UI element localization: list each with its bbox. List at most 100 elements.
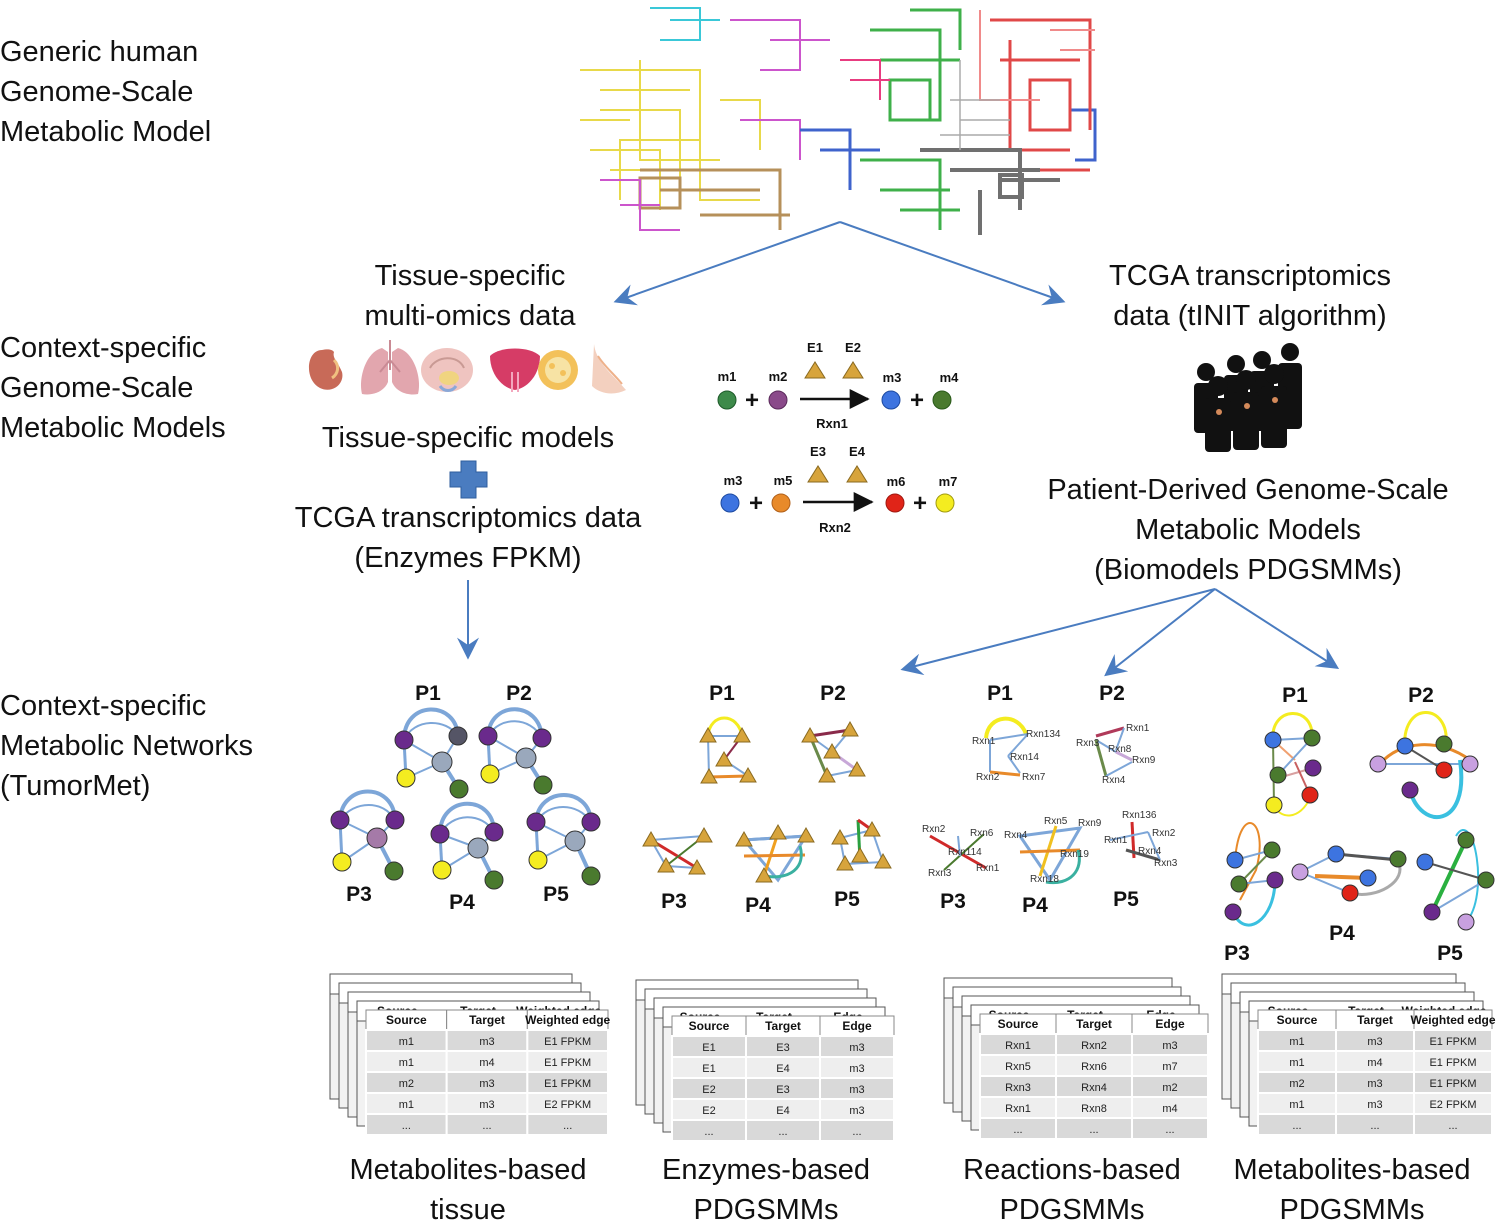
patient-branch-title: TCGA transcriptomics data (tINIT algorit… bbox=[1060, 256, 1440, 336]
metabolite-node bbox=[935, 493, 955, 513]
label-line: Patient-Derived Genome-Scale bbox=[1047, 474, 1449, 506]
patient-label: P4 bbox=[1329, 922, 1355, 945]
metabolite-label: m1 bbox=[718, 369, 737, 384]
reaction-label: Rxn2 bbox=[819, 520, 851, 535]
label-line: Metabolic Models bbox=[1135, 514, 1361, 546]
table-cell: E1 FPKM bbox=[1429, 1057, 1476, 1069]
table-cell: m4 bbox=[1162, 1103, 1177, 1115]
metabolite-node bbox=[720, 493, 740, 513]
table-cell: Rxn5 bbox=[1005, 1061, 1031, 1073]
table-cell: m1 bbox=[1289, 1036, 1304, 1048]
label-line: (Biomodels PDGSMMs) bbox=[1094, 554, 1402, 586]
patient-label: P4 bbox=[745, 894, 771, 917]
label-line: Generic human bbox=[0, 36, 199, 68]
label-context-networks: Context-specific Metabolic Networks (Tum… bbox=[0, 686, 253, 806]
table-cell: E4 bbox=[776, 1105, 789, 1117]
enzyme-nodes bbox=[642, 720, 892, 883]
plus-symbol: + bbox=[910, 387, 924, 414]
reaction-node-label: Rxn1 bbox=[972, 736, 996, 747]
metabolite-node bbox=[932, 390, 952, 410]
metabolite-label: m4 bbox=[940, 370, 960, 385]
enzyme-triangle bbox=[807, 465, 829, 483]
plus-symbol: + bbox=[745, 387, 759, 414]
table-header-cell: Edge bbox=[1155, 1017, 1185, 1031]
table-cell: E4 bbox=[776, 1063, 789, 1075]
patient-label: P1 bbox=[415, 682, 441, 705]
reaction-node-label: Rxn5 bbox=[1044, 816, 1068, 827]
label-line: Tissue-specific bbox=[374, 260, 566, 292]
table-cell: ... bbox=[1370, 1120, 1379, 1132]
metabolite-label: m6 bbox=[887, 474, 906, 489]
tissue-branch-title: Tissue-specific multi-omics data bbox=[300, 256, 640, 336]
lungs-icon bbox=[360, 340, 420, 395]
table-header-cell: Target bbox=[469, 1013, 505, 1027]
label-line: Enzymes-based bbox=[662, 1154, 870, 1186]
table-cell: m1 bbox=[399, 1099, 414, 1111]
table-cell: m3 bbox=[479, 1099, 494, 1111]
reaction-node-label: Rxn2 bbox=[1152, 828, 1176, 839]
table-cell: E2 bbox=[702, 1105, 715, 1117]
table-header-cell: Target bbox=[1076, 1017, 1112, 1031]
patient-label: P1 bbox=[1282, 684, 1308, 707]
label-line: (TumorMet) bbox=[0, 770, 151, 802]
patient-label: P2 bbox=[1408, 684, 1434, 707]
reaction-node-label: Rxn2 bbox=[976, 772, 1000, 783]
table-cell: E1 bbox=[702, 1063, 715, 1075]
label-line: Genome-Scale bbox=[0, 76, 194, 108]
patient-label: P2 bbox=[1099, 682, 1125, 705]
table-cell: m3 bbox=[479, 1036, 494, 1048]
enzyme-label: E2 bbox=[845, 340, 861, 355]
label-line: data (tINIT algorithm) bbox=[1113, 300, 1387, 332]
reaction-node-label: Rxn19 bbox=[1060, 849, 1089, 860]
table-header-cell: Source bbox=[1277, 1013, 1318, 1027]
table-cell: E1 FPKM bbox=[544, 1036, 591, 1048]
metabolite-node bbox=[768, 390, 788, 410]
ovary-icon bbox=[538, 350, 578, 390]
table-caption-3: Reactions-based PDGSMMs bbox=[922, 1150, 1222, 1230]
reaction-node-label: Rxn136 bbox=[1122, 810, 1157, 821]
table-cell: m3 bbox=[849, 1042, 864, 1054]
metabolite-nodes bbox=[1224, 729, 1495, 931]
table-cell: m4 bbox=[1367, 1057, 1382, 1069]
table-cell: m1 bbox=[399, 1036, 414, 1048]
patient-label: P3 bbox=[1224, 942, 1250, 965]
plus-symbol: + bbox=[913, 490, 927, 517]
label-line: Context-specific bbox=[0, 332, 207, 364]
table-cell: ... bbox=[778, 1126, 787, 1138]
table-header-cell: Target bbox=[1357, 1013, 1393, 1027]
table-cell: E3 bbox=[776, 1042, 789, 1054]
patient-label: P3 bbox=[940, 890, 966, 913]
table-cell: m2 bbox=[1289, 1078, 1304, 1090]
metabolite-node bbox=[885, 493, 905, 513]
reaction-node-label: Rxn4 bbox=[1102, 775, 1126, 786]
reaction-node-label: Rxn1 bbox=[976, 863, 1000, 874]
table-cell: Rxn2 bbox=[1081, 1040, 1107, 1052]
table-cell: m3 bbox=[1162, 1040, 1177, 1052]
reaction-node-label: Rxn9 bbox=[1132, 755, 1156, 766]
table-header-cell: Target bbox=[765, 1019, 801, 1033]
edge-table-stack: SourceTargetEdgeSourceTargetEdgeRxn1Rxn2… bbox=[943, 977, 1209, 1140]
table-cell: m3 bbox=[1367, 1078, 1382, 1090]
metabolite-node bbox=[771, 493, 791, 513]
table-cell: m3 bbox=[479, 1078, 494, 1090]
reaction-label: Rxn1 bbox=[816, 416, 848, 431]
reaction-node-label: Rxn3 bbox=[1076, 738, 1100, 749]
plus-symbol: + bbox=[749, 490, 763, 517]
metabolic-map-image bbox=[572, 2, 1100, 240]
reaction-node-label: Rxn2 bbox=[922, 824, 946, 835]
label-line: TCGA transcriptomics data bbox=[294, 502, 642, 534]
kidney-icon bbox=[308, 349, 343, 390]
label-line: Metabolites-based bbox=[349, 1154, 587, 1186]
table-cell: E1 FPKM bbox=[544, 1078, 591, 1090]
generic-split-arrows bbox=[613, 221, 1066, 306]
label-line: Reactions-based bbox=[963, 1154, 1181, 1186]
label-line: multi-omics data bbox=[364, 300, 576, 332]
patient-label: P1 bbox=[987, 682, 1013, 705]
reaction-node-label: Rxn3 bbox=[928, 868, 952, 879]
table-cell: m1 bbox=[1289, 1099, 1304, 1111]
table-cell: ... bbox=[1013, 1124, 1022, 1136]
